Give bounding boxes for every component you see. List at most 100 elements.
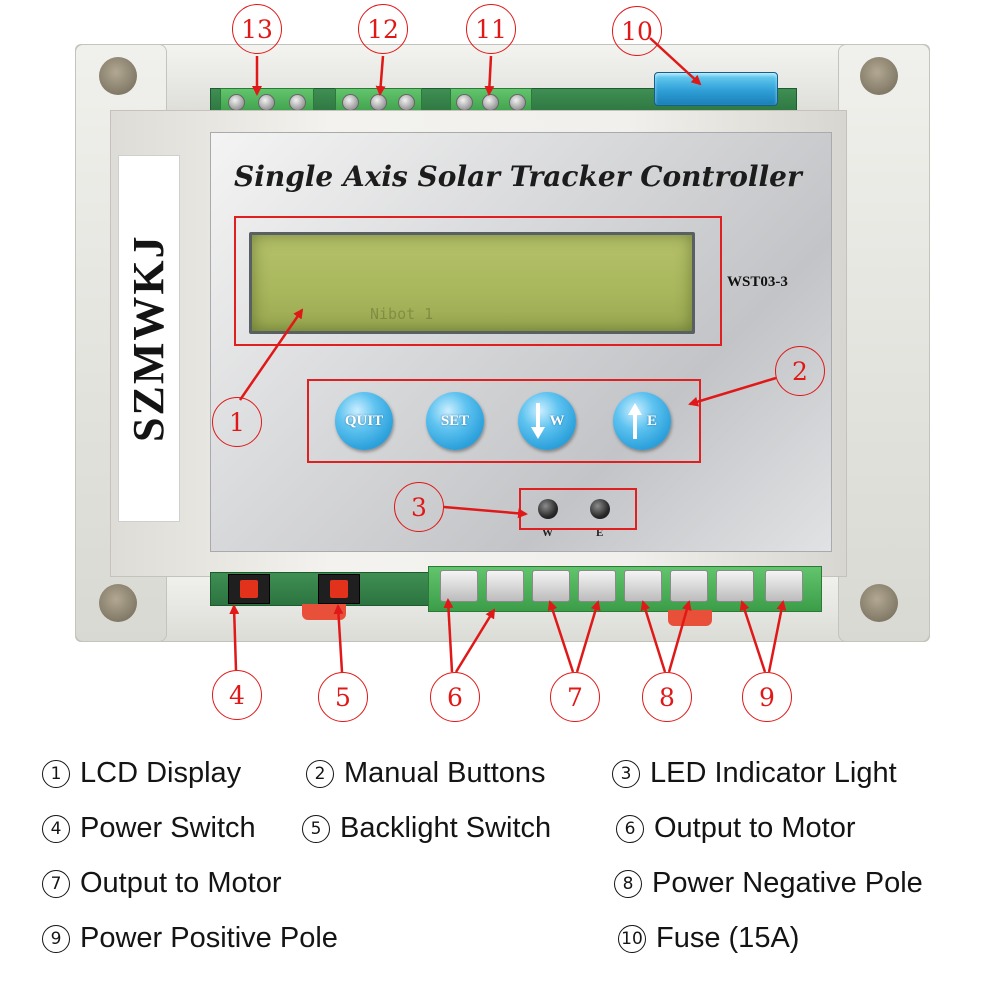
led-east [590,499,610,519]
legend-item-10: 10 Fuse (15A) [618,922,799,955]
led-east-label: E [596,527,604,539]
legend-text-2: Manual Buttons [344,757,546,789]
legend-text-8: Power Negative Pole [652,867,923,899]
callout-13: 13 [232,4,282,54]
model-number: WST03-3 [727,274,788,290]
legend-item-8: 8 Power Negative Pole [614,867,923,900]
device-title: Single Axis Solar Tracker Controller [234,160,802,193]
legend-number-2: 2 [306,759,334,788]
legend-number-10: 10 [618,924,646,953]
legend-number-6: 6 [616,814,644,843]
legend-number-1: 1 [42,759,70,788]
arrow-8b [667,600,692,673]
terminal-screw [440,570,478,602]
west-button[interactable]: W [518,392,576,450]
terminal-screw [486,570,524,602]
legend-item-5: 5 Backlight Switch [302,812,551,845]
callout-1: 1 [212,397,262,447]
right-mount-ear [838,44,930,642]
arrow-4 [229,604,240,671]
legend-item-2: 2 Manual Buttons [306,757,546,790]
legend-item-9: 9 Power Positive Pole [42,922,338,955]
callout-8: 8 [642,672,692,722]
callout-9: 9 [742,672,792,722]
arrow-10 [649,37,702,86]
legend-text-10: Fuse (15A) [656,922,800,954]
callout-6: 6 [430,672,480,722]
legend-item-7: 7 Output to Motor [42,867,282,900]
callout-11: 11 [466,4,516,54]
legend-item-1: 1 LCD Display [42,757,241,790]
up-arrow-icon [627,403,642,439]
led-west-label: W [542,527,553,539]
terminal-red-tab [668,610,712,626]
legend-number-3: 3 [612,759,640,788]
backlight-switch-cap [330,580,348,598]
legend-number-5: 5 [302,814,330,843]
legend-item-3: 3 LED Indicator Light [612,757,897,790]
legend-item-4: 4 Power Switch [42,812,256,845]
arrow-9a [739,600,767,673]
legend-text-3: LED Indicator Light [650,757,897,789]
arrow-7b [575,600,601,673]
callout-4: 4 [212,670,262,720]
fuse [654,72,778,106]
front-panel [210,132,832,552]
callout-5: 5 [318,672,368,722]
arrow-5 [333,604,344,673]
arrow-9b [767,600,787,673]
east-button-label: E [646,412,657,429]
backlight-switch[interactable] [318,574,360,604]
legend-text-4: Power Switch [80,812,256,844]
power-switch[interactable] [228,574,270,604]
arrow-7a [547,600,575,673]
highlight-box-buttons [307,379,701,463]
callout-3: 3 [394,482,444,532]
terminal-screw [670,570,708,602]
west-button-label: W [549,412,565,429]
arrow-3 [443,505,528,519]
terminal-screw [765,570,803,602]
lcd-ghost-text: Nibot 1 [370,305,434,323]
arrow-12 [375,55,386,96]
legend-number-7: 7 [42,869,70,898]
quit-button-label: QUIT [344,412,384,429]
legend-number-4: 4 [42,814,70,843]
mount-hole-bottom-right [860,584,898,622]
legend-item-6: 6 Output to Motor [616,812,856,845]
highlight-box-lcd [234,216,722,346]
terminal-screw [716,570,754,602]
mount-hole-top-right [860,57,898,95]
set-button-label: SET [440,412,470,429]
callout-10: 10 [612,6,662,56]
east-button[interactable]: E [613,392,671,450]
arrow-11 [484,55,495,96]
arrow-6b [454,608,496,673]
callout-7: 7 [550,672,600,722]
legend-number-9: 9 [42,924,70,953]
callout-2: 2 [775,346,825,396]
mount-hole-bottom-left [99,584,137,622]
legend-text-6: Output to Motor [654,812,856,844]
terminal-screw [578,570,616,602]
power-switch-cap [240,580,258,598]
legend-number-8: 8 [614,869,642,898]
callout-12: 12 [358,4,408,54]
arrow-6a [443,598,454,673]
arrow-1 [238,308,304,401]
lcd-display: Nibot 1 [249,232,695,334]
set-button[interactable]: SET [426,392,484,450]
terminal-screw [624,570,662,602]
arrow-8a [640,600,667,673]
mount-hole-top-left [99,57,137,95]
led-west [538,499,558,519]
legend-text-9: Power Positive Pole [80,922,338,954]
legend-text-5: Backlight Switch [340,812,552,844]
down-arrow-icon [530,403,545,439]
arrow-2 [688,376,777,407]
legend-text-7: Output to Motor [80,867,282,899]
legend-text-1: LCD Display [80,757,242,789]
quit-button[interactable]: QUIT [335,392,393,450]
